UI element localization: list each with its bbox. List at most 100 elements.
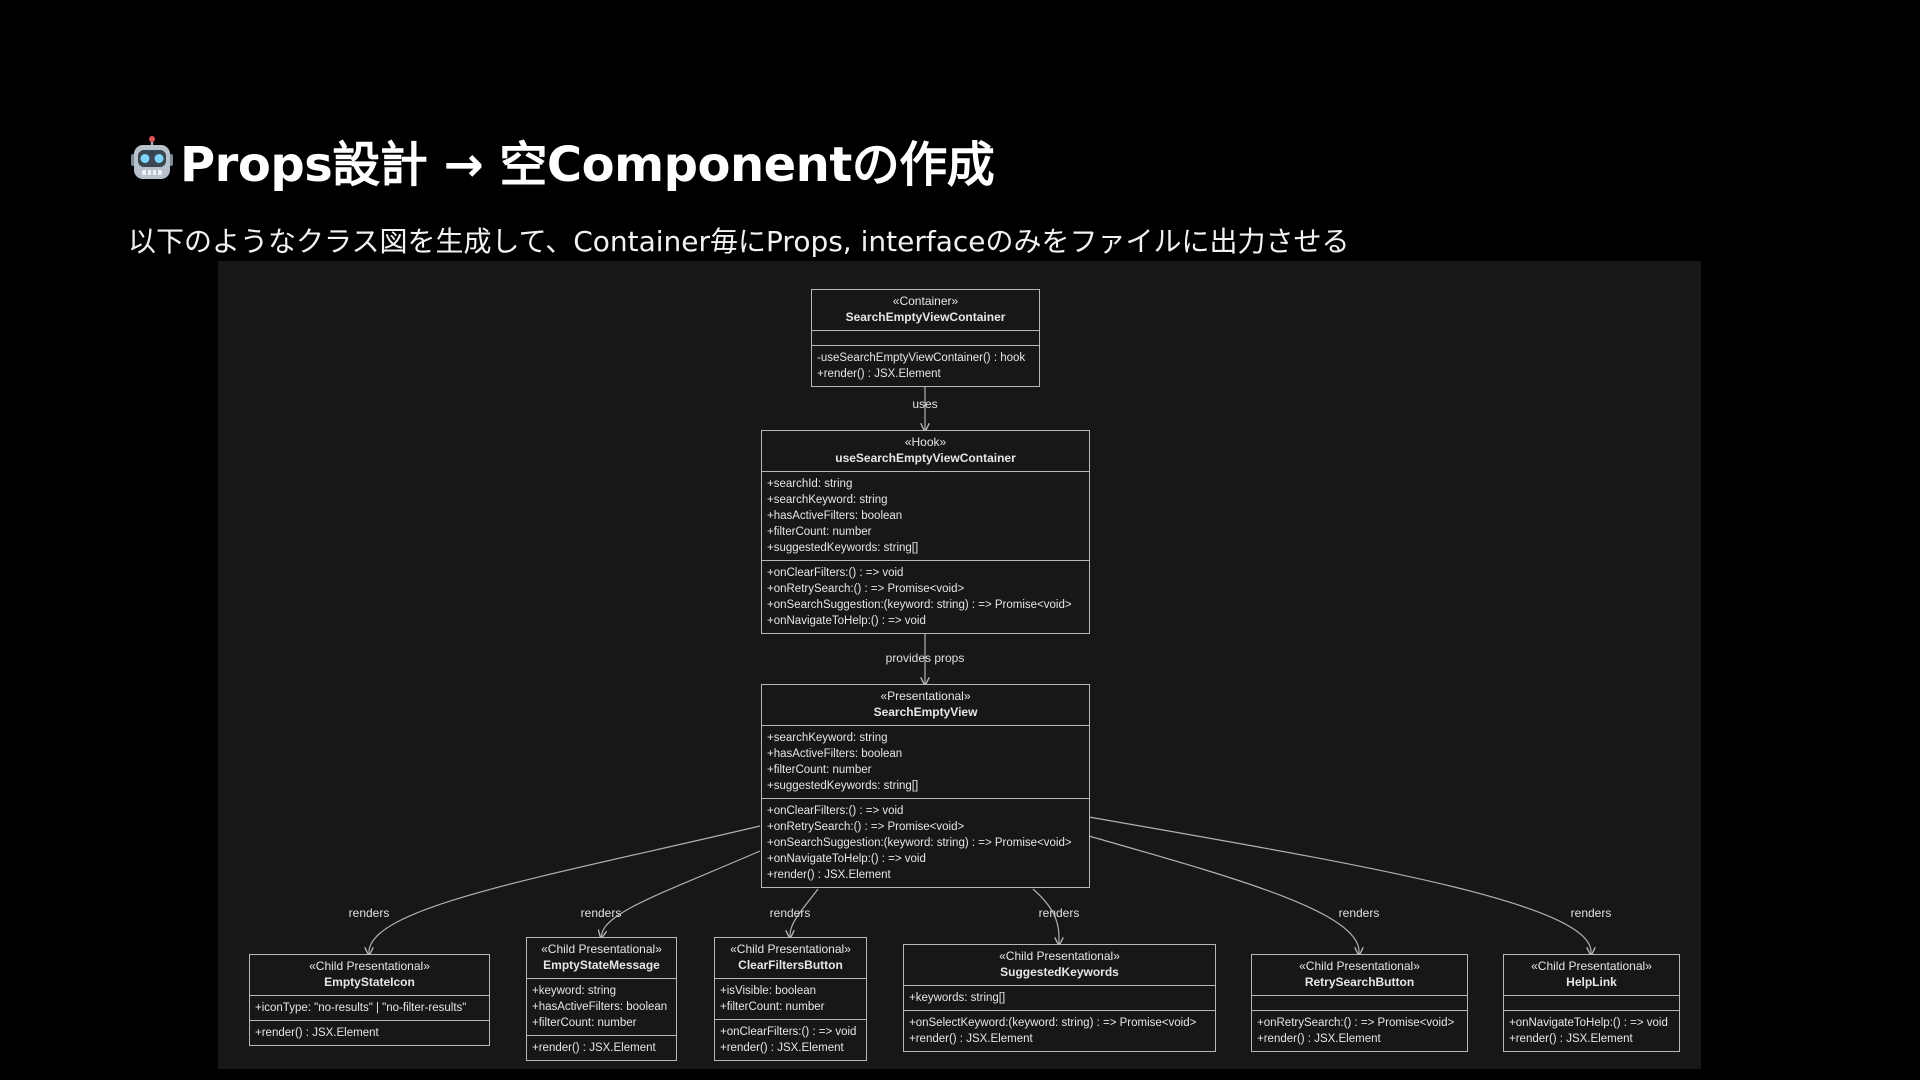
edge-view-emptystateicon <box>369 825 761 955</box>
class-empty-state-icon: «Child Presentational» EmptyStateIcon +i… <box>249 954 490 1046</box>
class-method: +onRetrySearch:() : => Promise<void> <box>1257 1017 1455 1029</box>
class-attribute: +hasActiveFilters: boolean <box>767 510 903 522</box>
class-diagram: uses provides props renders renders rend… <box>218 261 1701 1069</box>
edge-view-clearfiltersbutton <box>790 888 819 938</box>
class-method: +render() : JSX.Element <box>767 869 891 881</box>
class-method: +onNavigateToHelp:() : => void <box>767 615 926 627</box>
class-attribute: +searchKeyword: string <box>767 732 888 744</box>
class-attribute: +filterCount: number <box>767 526 872 538</box>
class-stereotype: «Child Presentational» <box>1299 959 1420 973</box>
class-attributes: +keyword: string +hasActiveFilters: bool… <box>527 979 676 1036</box>
edge-view-emptystatemessage <box>601 850 761 938</box>
class-attributes: +iconType: "no-results" | "no-filter-res… <box>250 996 489 1021</box>
class-attribute: +keywords: string[] <box>909 992 1006 1004</box>
class-method: +onSelectKeyword:(keyword: string) : => … <box>909 1017 1197 1029</box>
edge-label-provides-props: provides props <box>885 651 965 665</box>
class-attribute: +hasActiveFilters: boolean <box>767 748 903 760</box>
class-search-empty-view-container: «Container» SearchEmptyViewContainer -us… <box>811 289 1040 387</box>
class-attribute: +isVisible: boolean <box>720 985 817 997</box>
class-methods: +onSelectKeyword:(keyword: string) : => … <box>904 1011 1215 1051</box>
class-stereotype: «Container» <box>892 294 959 308</box>
class-stereotype: «Child Presentational» <box>730 942 851 956</box>
class-attribute: +suggestedKeywords: string[] <box>767 780 919 792</box>
slide-title-text: Props設計 → 空Componentの作成 <box>180 137 995 193</box>
class-method: +render() : JSX.Element <box>1257 1033 1381 1045</box>
class-attributes <box>1252 996 1467 1011</box>
edge-view-helplink <box>1088 816 1591 955</box>
class-methods: -useSearchEmptyViewContainer() : hook +r… <box>812 346 1039 386</box>
class-name: ClearFiltersButton <box>738 958 843 972</box>
edge-label-renders: renders <box>1570 906 1612 920</box>
class-name: EmptyStateIcon <box>324 975 415 989</box>
class-method: +onRetrySearch:() : => Promise<void> <box>767 583 965 595</box>
class-method: +onClearFilters:() : => void <box>767 805 904 817</box>
class-methods: +onRetrySearch:() : => Promise<void> +re… <box>1252 1011 1467 1051</box>
class-method: +onClearFilters:() : => void <box>720 1026 857 1038</box>
class-attributes <box>812 331 1039 346</box>
class-attributes <box>1504 996 1679 1011</box>
slide-subtitle: 以下のようなクラス図を生成して、Container毎にProps, interf… <box>128 225 1350 258</box>
class-methods: +onClearFilters:() : => void +render() :… <box>715 1020 866 1060</box>
class-methods: +render() : JSX.Element <box>527 1036 676 1060</box>
class-stereotype: «Presentational» <box>880 689 971 703</box>
class-name: useSearchEmptyViewContainer <box>835 451 1016 465</box>
class-method: -useSearchEmptyViewContainer() : hook <box>817 352 1026 364</box>
class-method: +onRetrySearch:() : => Promise<void> <box>767 821 965 833</box>
class-methods: +render() : JSX.Element <box>250 1021 489 1045</box>
class-empty-state-message: «Child Presentational» EmptyStateMessage… <box>526 937 677 1061</box>
class-method: +render() : JSX.Element <box>720 1042 844 1054</box>
class-name: SearchEmptyViewContainer <box>845 310 1006 324</box>
class-method: +render() : JSX.Element <box>817 368 941 380</box>
class-stereotype: «Child Presentational» <box>309 959 430 973</box>
class-retry-search-button: «Child Presentational» RetrySearchButton… <box>1251 954 1468 1052</box>
class-name: EmptyStateMessage <box>543 958 660 972</box>
edge-label-renders: renders <box>1038 906 1080 920</box>
class-attributes: +keywords: string[] <box>904 986 1215 1011</box>
class-attributes: +isVisible: boolean +filterCount: number <box>715 979 866 1020</box>
class-attribute: +filterCount: number <box>532 1017 637 1029</box>
slide-title: Props設計 → 空Componentの作成 <box>130 125 995 195</box>
class-attribute: +searchId: string <box>767 478 853 490</box>
class-name: SuggestedKeywords <box>1000 965 1119 979</box>
class-clear-filters-button: «Child Presentational» ClearFiltersButto… <box>714 937 867 1061</box>
edge-view-suggestedkeywords <box>1032 888 1059 945</box>
class-attribute: +keyword: string <box>532 985 617 997</box>
class-attributes: +searchId: string +searchKeyword: string… <box>762 472 1089 561</box>
class-method: +onSearchSuggestion:(keyword: string) : … <box>767 837 1072 849</box>
class-attribute: +filterCount: number <box>720 1001 825 1013</box>
edge-label-renders: renders <box>580 906 622 920</box>
class-methods: +onNavigateToHelp:() : => void +render()… <box>1504 1011 1679 1051</box>
class-attributes: +searchKeyword: string +hasActiveFilters… <box>762 726 1089 799</box>
class-method: +onClearFilters:() : => void <box>767 567 904 579</box>
class-attribute: +iconType: "no-results" | "no-filter-res… <box>255 1002 467 1014</box>
class-method: +onNavigateToHelp:() : => void <box>1509 1017 1668 1029</box>
edge-label-renders: renders <box>348 906 390 920</box>
class-method: +render() : JSX.Element <box>909 1033 1033 1045</box>
class-name: HelpLink <box>1566 975 1617 989</box>
class-stereotype: «Child Presentational» <box>1531 959 1652 973</box>
class-methods: +onClearFilters:() : => void +onRetrySea… <box>762 799 1089 887</box>
edge-label-renders: renders <box>1338 906 1380 920</box>
class-use-search-empty-view-container: «Hook» useSearchEmptyViewContainer +sear… <box>761 430 1090 634</box>
class-attribute: +searchKeyword: string <box>767 494 888 506</box>
edge-label-renders: renders <box>769 906 811 920</box>
edge-label-uses: uses <box>912 397 938 411</box>
class-method: +render() : JSX.Element <box>255 1027 379 1039</box>
class-stereotype: «Child Presentational» <box>541 942 662 956</box>
class-suggested-keywords: «Child Presentational» SuggestedKeywords… <box>903 944 1216 1052</box>
class-help-link: «Child Presentational» HelpLink +onNavig… <box>1503 954 1680 1052</box>
robot-icon <box>131 136 173 179</box>
class-methods: +onClearFilters:() : => void +onRetrySea… <box>762 561 1089 633</box>
class-search-empty-view: «Presentational» SearchEmptyView +search… <box>761 684 1090 888</box>
class-method: +onNavigateToHelp:() : => void <box>767 853 926 865</box>
class-method: +render() : JSX.Element <box>532 1042 656 1054</box>
class-attribute: +suggestedKeywords: string[] <box>767 542 919 554</box>
class-attribute: +filterCount: number <box>767 764 872 776</box>
diagram-edges <box>218 381 1701 1069</box>
edge-view-retrysearchbutton <box>1088 835 1359 955</box>
class-attribute: +hasActiveFilters: boolean <box>532 1001 668 1013</box>
class-stereotype: «Hook» <box>904 435 947 449</box>
class-name: SearchEmptyView <box>873 705 978 719</box>
class-method: +onSearchSuggestion:(keyword: string) : … <box>767 599 1072 611</box>
class-name: RetrySearchButton <box>1304 975 1415 989</box>
